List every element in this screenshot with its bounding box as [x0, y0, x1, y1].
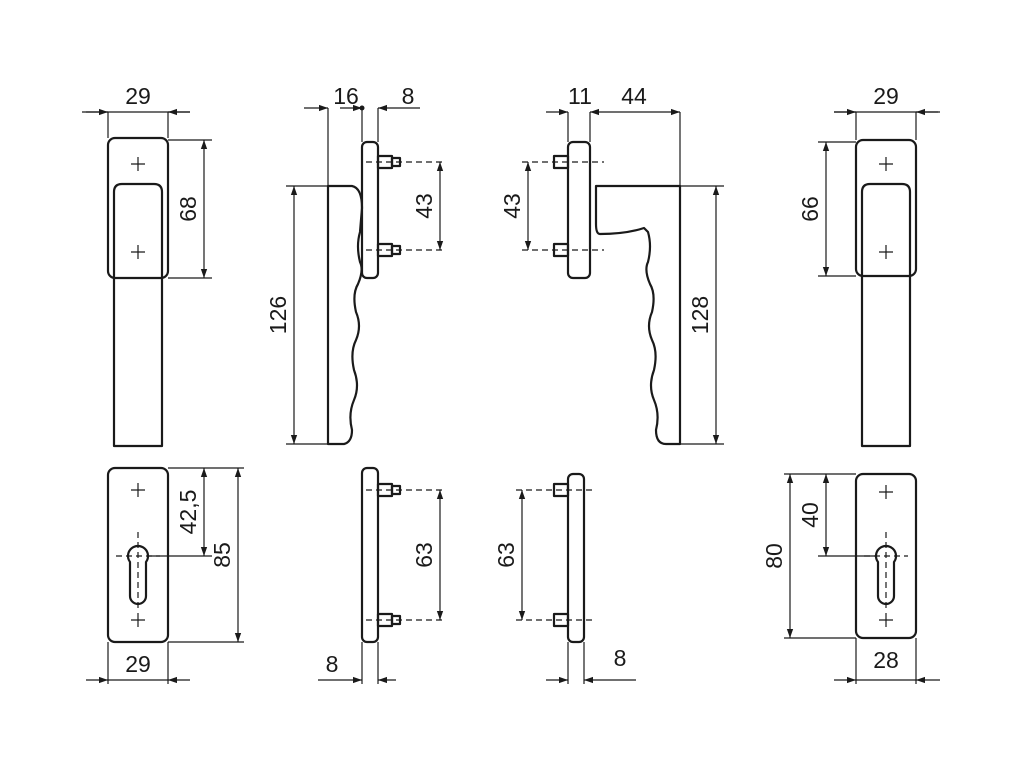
dimension-label: 40	[797, 502, 823, 528]
screw-mark-icon	[131, 483, 145, 497]
dimension-label: 29	[125, 83, 151, 109]
escutcheon-side-left: 63 8	[318, 466, 446, 684]
handle-front-left: 29 68	[82, 83, 212, 448]
dimension-label: 29	[873, 83, 899, 109]
escutcheon-plate	[106, 466, 170, 644]
escutcheon-front-left: 42,5 85 29	[86, 466, 244, 684]
dimension-label: 80	[761, 543, 787, 569]
screw-mark-icon	[879, 613, 893, 627]
dimension-label: 42,5	[175, 490, 201, 535]
dimension-label: 43	[499, 193, 525, 219]
escutcheon-plate	[566, 472, 586, 644]
dimension-label: 44	[621, 83, 647, 109]
dimension-label: 63	[411, 542, 437, 568]
dimension-label: 68	[175, 196, 201, 222]
screw-mark-icon	[131, 245, 145, 259]
handle-side-right: 11 44 43 128	[499, 83, 724, 446]
dimension-label: 8	[402, 83, 415, 109]
dimension-label: 128	[687, 296, 713, 334]
dimension-label: 66	[797, 196, 823, 222]
cylinder-keyhole	[126, 544, 150, 606]
cylinder-keyhole	[874, 544, 898, 606]
screw-mark-icon	[131, 613, 145, 627]
base-plate	[106, 136, 170, 280]
screw-mark-icon	[879, 245, 893, 259]
dimension-label: 16	[333, 83, 359, 109]
screw-mark-icon	[879, 485, 893, 499]
handle-side-left: 16 8 43 126	[265, 83, 446, 446]
dimension-label: 126	[265, 296, 291, 334]
dimension-label: 11	[568, 83, 592, 109]
handle-lever	[326, 184, 364, 446]
escutcheon-plate	[360, 466, 380, 644]
handle-lever	[860, 182, 912, 448]
screw-mark-icon	[879, 157, 893, 171]
escutcheon-side-right: 63 8	[493, 472, 636, 684]
dimension-label: 85	[209, 542, 235, 568]
dimension-label: 29	[125, 651, 151, 677]
handle-front-right: 29 66	[797, 83, 940, 448]
handle-lever	[112, 182, 164, 448]
base-plate	[854, 138, 918, 278]
handle-lever	[594, 184, 682, 446]
dimension-label: 8	[326, 651, 339, 677]
dimension-label: 63	[493, 542, 519, 568]
screw-mark-icon	[131, 157, 145, 171]
dimension-label: 43	[411, 193, 437, 219]
base-plate	[566, 140, 592, 280]
dimension-label: 28	[873, 647, 899, 673]
escutcheon-front-right: 40 80 28	[761, 472, 940, 684]
dimension-label: 8	[614, 645, 627, 671]
